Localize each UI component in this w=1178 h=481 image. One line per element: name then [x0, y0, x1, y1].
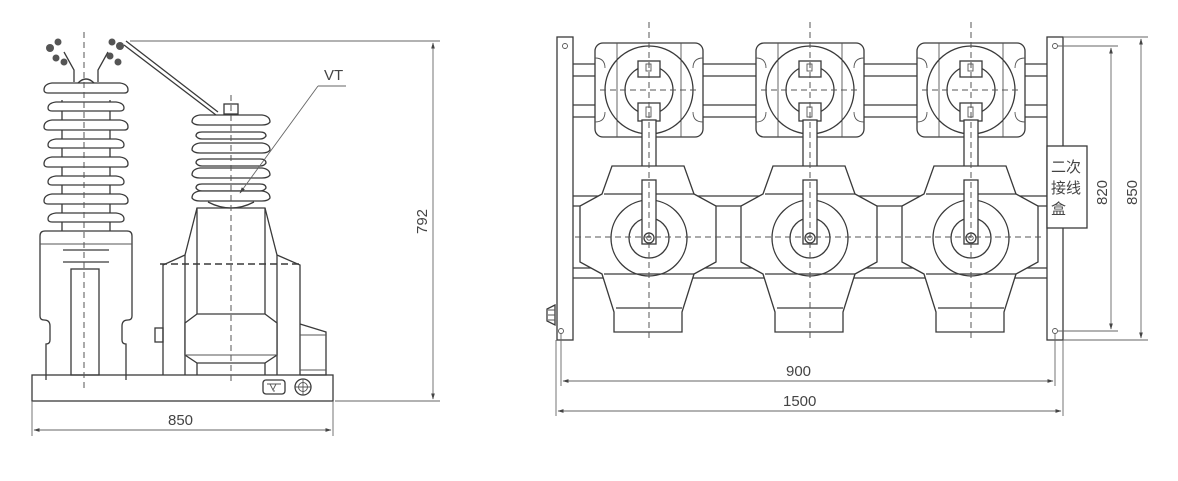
- dimension-height-820: 820: [1057, 45, 1118, 332]
- ground-terminal-icon: [294, 378, 312, 396]
- dim-height-text: 792: [414, 209, 431, 234]
- dimension-width-900: 900: [560, 334, 1056, 386]
- left-insulator: [39, 32, 133, 388]
- unit-2: [740, 22, 878, 340]
- side-view: VT 792 850: [31, 32, 440, 436]
- dimension-height-850: 850: [1063, 36, 1148, 341]
- dim-width-text: 850: [168, 412, 193, 429]
- dim-900-text: 900: [786, 363, 811, 380]
- vt-label: VT: [239, 67, 346, 194]
- dim-1500-text: 1500: [783, 393, 816, 410]
- base-plate: [31, 374, 334, 402]
- front-view: 二次 接线 盒 820 850 900: [546, 22, 1148, 416]
- unit-1: [579, 22, 717, 340]
- vt-unit: [154, 95, 327, 382]
- vt-label-text: VT: [324, 67, 343, 84]
- connection-rod: [125, 40, 219, 113]
- nameplate-icon: [262, 379, 286, 395]
- left-frame-post: [556, 36, 574, 341]
- dim-820-text: 820: [1094, 180, 1111, 205]
- secondary-junction-box: 二次 接线 盒: [1046, 145, 1088, 229]
- terminal-bolt-icon: [46, 38, 124, 66]
- unit-3: [901, 22, 1039, 340]
- dimension-width-1500: 1500: [555, 340, 1064, 416]
- dimension-height-792: 792: [130, 40, 440, 402]
- junction-box-label-3: 盒: [1051, 200, 1066, 218]
- junction-box-label-2: 接线: [1051, 179, 1081, 197]
- dim-850-text: 850: [1124, 180, 1141, 205]
- ground-lug-icon: [546, 303, 556, 327]
- dimension-width-850: 850: [31, 401, 334, 436]
- junction-box-label-1: 二次: [1051, 158, 1081, 176]
